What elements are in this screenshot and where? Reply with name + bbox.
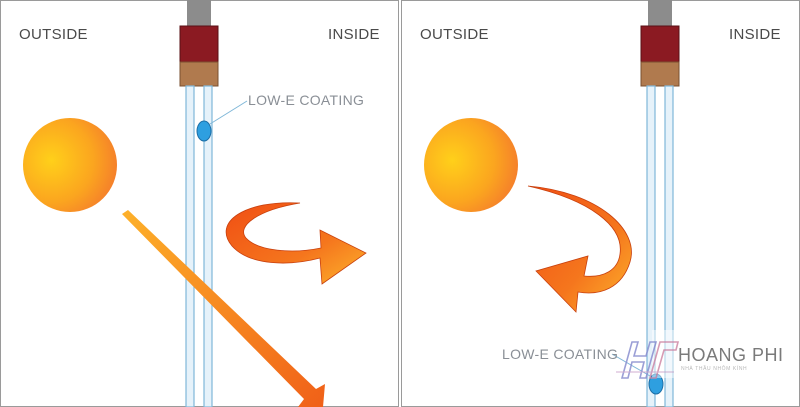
watermark-brand-name: HOANG PHI (678, 345, 784, 365)
right-outside-label: OUTSIDE (420, 26, 489, 43)
right-frame-seal (640, 25, 680, 63)
left-frame-top (187, 0, 211, 28)
left-outside-label: OUTSIDE (19, 26, 88, 43)
watermark-logo-icon (616, 330, 682, 379)
left-coating-leader-line (209, 100, 248, 125)
watermark-tagline: NHÀ THẦU NHÔM KÍNH (681, 366, 748, 372)
left-window-unit (179, 0, 248, 407)
left-frame-seal (179, 25, 219, 63)
right-glass-pane-outer (646, 85, 656, 407)
left-spacer (179, 61, 219, 87)
right-coating-marker (648, 373, 664, 395)
right-spacer (640, 61, 680, 87)
right-window-unit (611, 0, 680, 407)
left-inside-label: INSIDE (328, 26, 380, 43)
right-glass-pane-inner (664, 85, 674, 407)
left-glass-pane-outer (185, 85, 195, 407)
right-curved-arrow (527, 185, 632, 313)
right-inside-label: INSIDE (729, 26, 781, 43)
left-coating-marker (196, 120, 212, 142)
left-coating-label: LOW-E COATING (248, 92, 365, 108)
left-sun (23, 118, 117, 212)
right-sun (424, 118, 518, 212)
left-curved-arrow (225, 202, 367, 285)
right-coating-label: LOW-E COATING (502, 346, 619, 362)
right-frame-top (648, 0, 672, 28)
left-glass-pane-inner (203, 85, 213, 407)
left-transmitted-ray-arrow (122, 210, 325, 407)
